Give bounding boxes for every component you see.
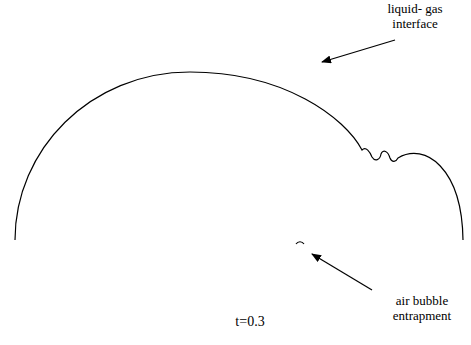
time-label: t=0.3 [215, 314, 285, 330]
interface-label: liquid- gas interface [365, 2, 465, 32]
interface-arrow [322, 40, 395, 62]
bubble-label: air bubble entrapment [378, 294, 466, 324]
bubble-arrow [312, 254, 372, 290]
air-bubble [296, 242, 304, 244]
liquid-gas-interface-curve [15, 72, 463, 240]
